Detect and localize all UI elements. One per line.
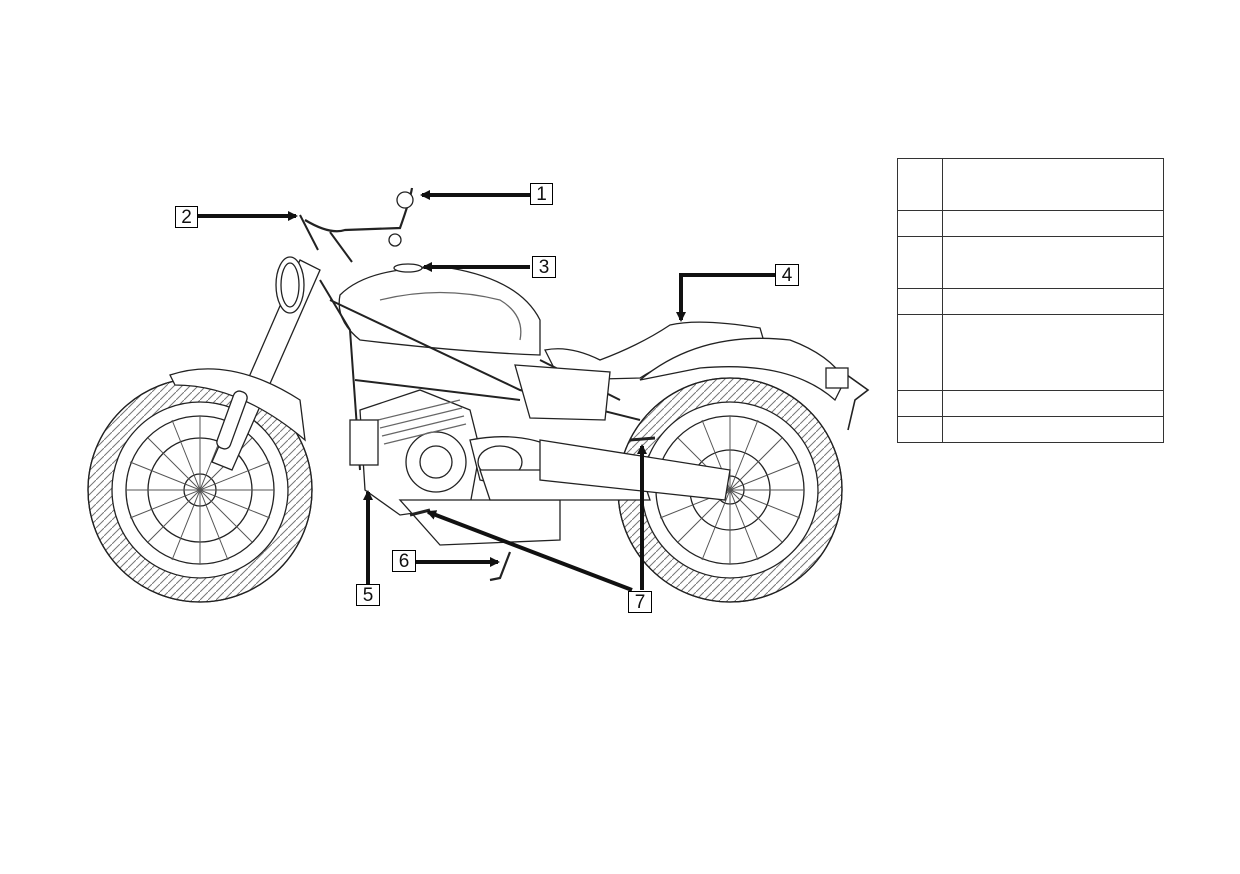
engine	[359, 389, 561, 546]
legend-table	[897, 158, 1164, 443]
legend-row	[897, 158, 1164, 211]
legend-row	[897, 288, 1164, 315]
legend-text	[942, 236, 1164, 289]
headlight	[275, 256, 305, 314]
legend-text	[942, 288, 1164, 315]
legend-text	[942, 314, 1164, 391]
swingarm	[539, 439, 731, 501]
legend-number	[897, 236, 943, 289]
legend-row	[897, 314, 1164, 391]
legend-row	[897, 416, 1164, 443]
legend-row	[897, 210, 1164, 237]
legend-number	[897, 210, 943, 237]
side-stand	[489, 551, 512, 582]
legend-text	[942, 390, 1164, 417]
legend-number	[897, 314, 943, 391]
legend-text	[942, 210, 1164, 237]
rear-fender	[639, 337, 846, 402]
legend-number	[897, 288, 943, 315]
legend-number	[897, 158, 943, 211]
callout-label-7: 7	[628, 591, 652, 613]
callout-label-6: 6	[392, 550, 416, 572]
legend-text	[942, 416, 1164, 443]
callout-label-5: 5	[356, 584, 380, 606]
legend-row	[897, 236, 1164, 289]
callout-label-2: 2	[175, 206, 198, 228]
legend-number	[897, 390, 943, 417]
handlebars	[304, 187, 414, 233]
callout-label-4: 4	[775, 264, 799, 286]
legend-row	[897, 390, 1164, 417]
rear-wheel	[617, 377, 843, 603]
fuel-tank	[338, 267, 541, 356]
callout-label-3: 3	[532, 256, 556, 278]
motorcycle-illustration	[87, 187, 870, 603]
legend-number	[897, 416, 943, 443]
callout-arrows	[198, 190, 775, 592]
legend-text	[942, 158, 1164, 211]
front-wheel	[87, 377, 313, 603]
callout-label-1: 1	[530, 183, 553, 205]
